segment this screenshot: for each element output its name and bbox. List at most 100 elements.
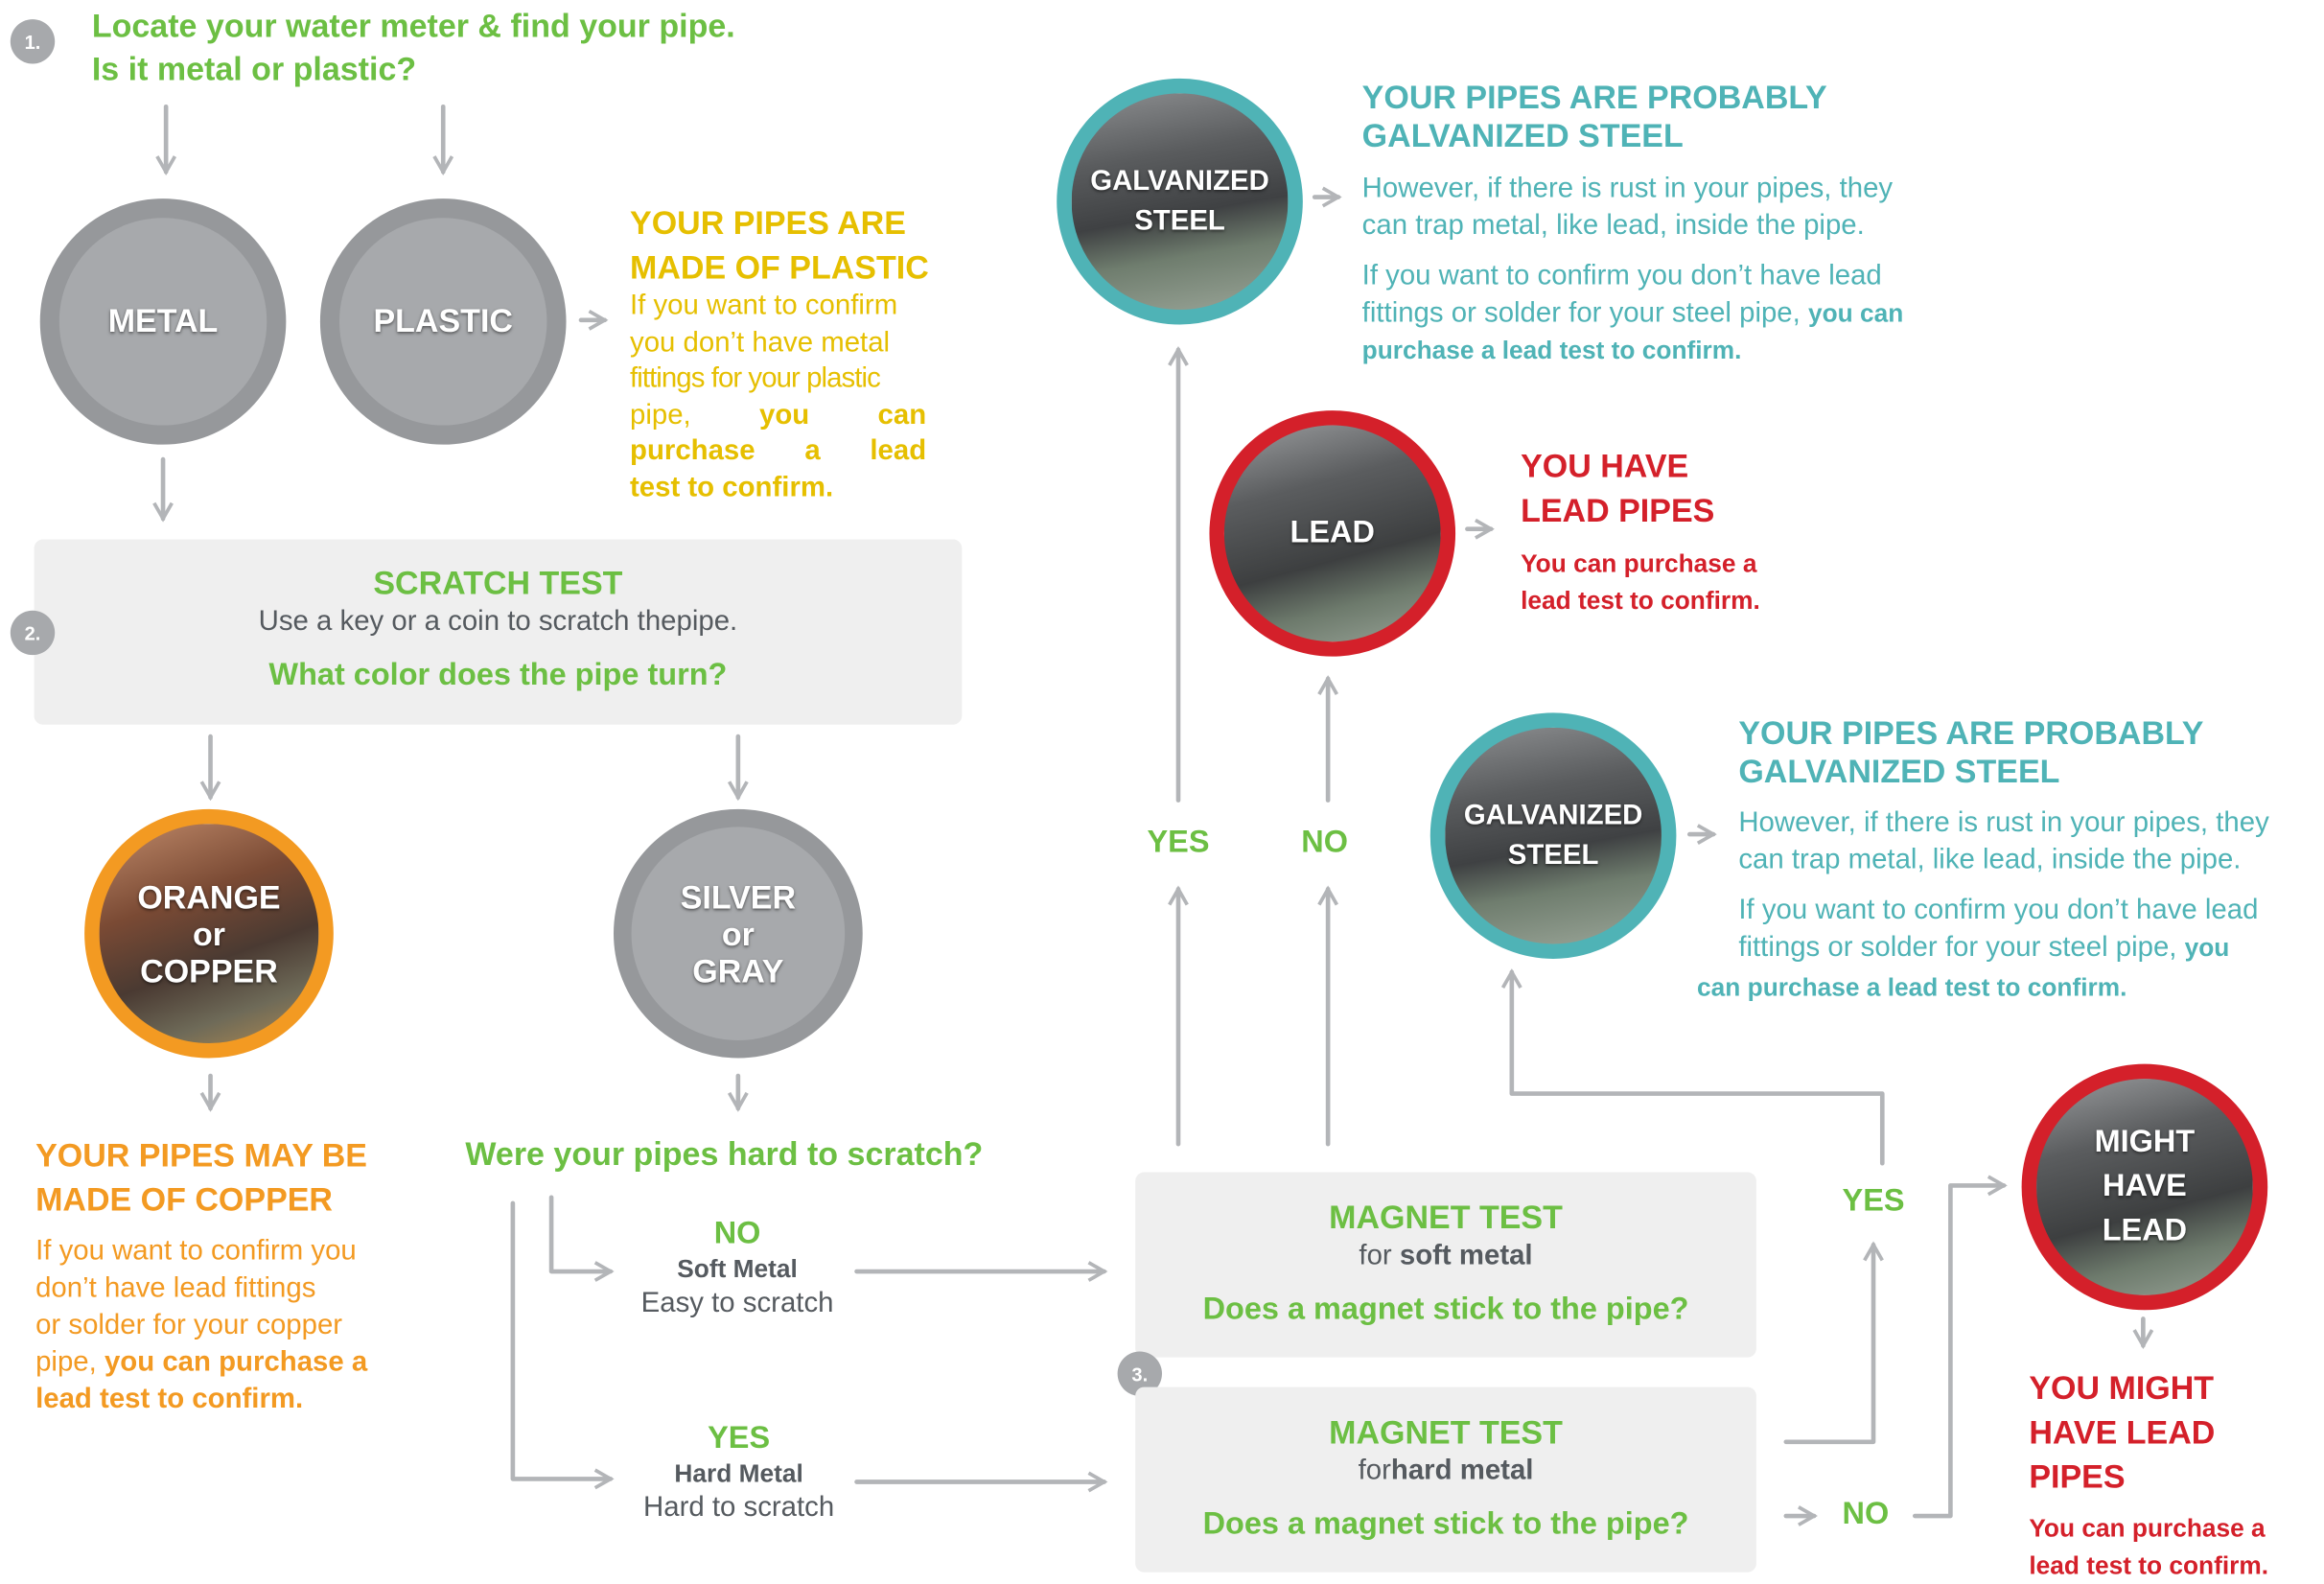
might-label-line: LEAD	[2102, 1213, 2188, 1248]
lead-result-title-line: LEAD PIPES	[1521, 492, 1715, 529]
soft-yes-label: YES	[1147, 825, 1210, 860]
galvanized-top-label-line: GALVANIZED	[1090, 166, 1269, 198]
galvanized-top-text-line: If you want to confirm you don’t have le…	[1361, 261, 1882, 292]
might-result-title: YOU MIGHT HAVE LEAD PIPES	[2029, 1366, 2215, 1500]
might-result-title-line: HAVE LEAD	[2029, 1413, 2216, 1452]
step-2-badge: 2.	[10, 610, 56, 656]
yes-branch: YES Hard Metal Hard to scratch	[609, 1420, 869, 1526]
no-branch-label: NO	[713, 1216, 761, 1251]
plastic-text-line: If you want to confirm	[630, 290, 898, 322]
copper-text-line: If you want to confirm you	[35, 1235, 357, 1268]
might-result-text-line: You can purchase a	[2029, 1514, 2266, 1543]
galvanized-top-label: GALVANIZED STEEL	[1090, 161, 1269, 241]
silver-label-line: GRAY	[692, 951, 784, 990]
silver-gray-circle: SILVER or GRAY	[614, 808, 863, 1059]
silver-label-line: or	[721, 915, 755, 952]
galvanized-mid-label-line: GALVANIZED	[1463, 800, 1643, 832]
galvanized-mid-text-line: fittings or solder for your steel pipe, …	[1738, 929, 2268, 967]
scratch-test-title: SCRATCH TEST	[373, 564, 623, 602]
copper-text-word: you can purchase a	[104, 1346, 368, 1379]
plastic-text-line: fittings for your plastic	[630, 362, 881, 395]
galvanized-mid-label-line: STEEL	[1507, 840, 1599, 872]
magnet-soft-question: Does a magnet stick to the pipe?	[1202, 1292, 1689, 1327]
no-branch: NO Soft Metal Easy to scratch	[608, 1215, 868, 1321]
copper-result-text: If you want to confirm you don’t have le…	[35, 1233, 367, 1418]
lead-result-text-line: lead test to confirm.	[1521, 587, 1760, 616]
arrow-yes-to-galv-mid	[1500, 968, 1885, 1166]
galvanized-mid-text-word: you	[2184, 933, 2230, 963]
galvanized-mid-text-line: However, if there is rust in your pipes,…	[1738, 807, 2269, 839]
soft-metal-label: Soft Metal	[677, 1255, 798, 1284]
lead-result-title-line: YOU HAVE	[1521, 447, 1689, 485]
galvanized-mid-text-line: can trap metal, like lead, inside the pi…	[1738, 844, 2242, 876]
copper-text-line: don’t have lead fittings	[35, 1272, 316, 1305]
lead-result-text-line: You can purchase a	[1521, 549, 1757, 578]
might-label-line: HAVE	[2103, 1169, 2187, 1203]
might-label-line: MIGHT	[2094, 1125, 2196, 1159]
yes-branch-label: YES	[708, 1421, 771, 1456]
lead-circle: LEAD	[1209, 410, 1456, 657]
galvanized-top-text-line: fittings or solder for your steel pipe, …	[1362, 295, 1904, 333]
might-result-text: You can purchase a lead test to confirm.	[2029, 1510, 2268, 1584]
galvanized-steel-circle-top: GALVANIZED STEEL	[1057, 78, 1303, 325]
copper-result-title: YOUR PIPES MAY BE MADE OF COPPER	[35, 1133, 367, 1223]
silver-gray-label: SILVER or GRAY	[681, 878, 796, 990]
copper-text-line: lead test to confirm.	[35, 1384, 304, 1415]
plastic-result-text: If you want to confirm you don’t have me…	[630, 289, 926, 506]
scratch-test-question: What color does the pipe turn?	[268, 658, 728, 692]
easy-to-scratch-label: Easy to scratch	[640, 1288, 834, 1319]
plastic-text-word: you	[759, 399, 810, 431]
galvanized-top-text-line: purchase a lead test to confirm.	[1361, 336, 1742, 365]
step-1-heading: Locate your water meter & find your pipe…	[92, 5, 735, 91]
plastic-title-line-1: YOUR PIPES ARE	[630, 204, 906, 242]
copper-title-line-1: YOUR PIPES MAY BE	[35, 1136, 367, 1175]
hard-metal-label: Hard Metal	[674, 1459, 803, 1488]
plastic-text-word: purchase	[630, 435, 755, 467]
might-have-lead-label: MIGHT HAVE LEAD	[2095, 1120, 2196, 1253]
lead-result-title: YOU HAVE LEAD PIPES	[1521, 445, 1714, 534]
lead-circle-label: LEAD	[1290, 515, 1375, 550]
magnet-hard-for-metal: hard metal	[1390, 1455, 1534, 1487]
magnet-test-soft-box: MAGNET TEST for soft metal Does a magnet…	[1135, 1172, 1756, 1358]
galvanized-top-text-word: you can	[1807, 299, 1904, 328]
galvanized-top-label-line: STEEL	[1134, 205, 1225, 238]
might-result-text-line: lead test to confirm.	[2029, 1551, 2269, 1580]
galvanized-top-title: YOUR PIPES ARE PROBABLY GALVANIZED STEEL	[1362, 79, 1827, 155]
galvanized-top-title-line: YOUR PIPES ARE PROBABLY	[1361, 78, 1827, 116]
galvanized-mid-title: YOUR PIPES ARE PROBABLY GALVANIZED STEEL	[1738, 714, 2203, 791]
galvanized-mid-text-line: If you want to confirm you don’t have le…	[1738, 895, 2259, 926]
galvanized-top-text: However, if there is rust in your pipes,…	[1362, 171, 1904, 369]
magnet-soft-for-word: for	[1359, 1240, 1400, 1272]
step-1-line-2: Is it metal or plastic?	[91, 50, 417, 88]
copper-title-line-2: MADE OF COPPER	[35, 1180, 334, 1219]
plastic-title-line-2: MADE OF PLASTIC	[630, 248, 929, 287]
scratch-test-box	[34, 539, 963, 725]
hard-to-scratch-label: Hard to scratch	[643, 1492, 835, 1524]
plastic-text-word: can	[877, 399, 927, 431]
magnet-hard-title: MAGNET TEST	[1329, 1413, 1563, 1452]
hard-yes-label: YES	[1842, 1183, 1905, 1219]
plastic-text-line: test to confirm.	[630, 472, 834, 503]
galvanized-top-title-line: GALVANIZED STEEL	[1361, 117, 1684, 154]
might-result-title-line: PIPES	[2029, 1457, 2126, 1496]
magnet-soft-title: MAGNET TEST	[1329, 1199, 1563, 1236]
copper-text-line: or solder for your copper	[35, 1310, 343, 1341]
orange-label-line: COPPER	[140, 951, 278, 990]
magnet-hard-question: Does a magnet stick to the pipe?	[1202, 1506, 1689, 1542]
copper-text-word: pipe,	[35, 1346, 105, 1379]
metal-circle: METAL	[39, 198, 287, 445]
galvanized-mid-text-word: fittings or solder for your steel pipe,	[1738, 932, 2185, 964]
might-result-title-line: YOU MIGHT	[2029, 1369, 2215, 1407]
silver-label-line: SILVER	[680, 877, 797, 916]
plastic-label: PLASTIC	[373, 302, 513, 339]
arrow-no-to-might	[1912, 1175, 2008, 1519]
plastic-text-line: purchase a lead	[630, 434, 926, 471]
plastic-text-line: you don’t have metal	[630, 326, 891, 359]
magnet-soft-for-metal: soft metal	[1399, 1240, 1533, 1272]
magnet-test-hard-box: MAGNET TEST forhard metal Does a magnet …	[1135, 1386, 1756, 1572]
arrow-no-branch	[548, 1195, 615, 1282]
plastic-result-title: YOUR PIPES ARE MADE OF PLASTIC	[630, 201, 929, 291]
orange-label-line: or	[192, 915, 225, 952]
